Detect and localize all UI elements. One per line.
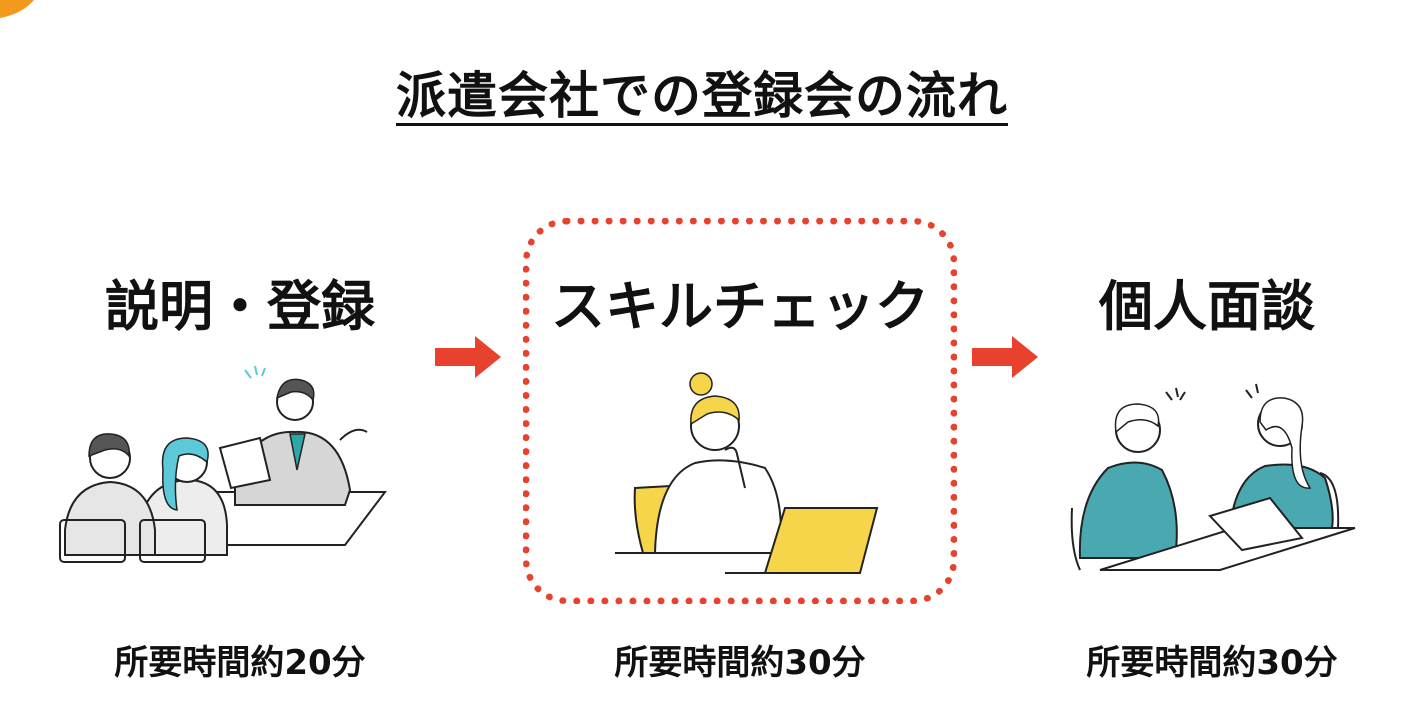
- step-title-explanation: 説明・登録: [105, 275, 375, 338]
- step-duration-interview: 所要時間約30分: [1086, 643, 1338, 683]
- arrow-right-icon: [972, 336, 1038, 378]
- meeting-three-people-icon: [59, 365, 388, 563]
- woman-with-laptop-icon: [615, 372, 879, 574]
- step-title-interview: 個人面談: [1099, 275, 1315, 338]
- two-women-talking-icon: [1070, 383, 1356, 571]
- corner-accent: [0, 0, 34, 18]
- step-duration-explanation: 所要時間約20分: [114, 643, 366, 683]
- step-title-skill-check: スキルチェック: [551, 275, 929, 338]
- highlight-frame: [523, 218, 957, 604]
- step-duration-skill-check: 所要時間約30分: [614, 643, 866, 683]
- page-title: 派遣会社での登録会の流れ: [396, 67, 1008, 125]
- arrow-right-icon: [435, 336, 501, 378]
